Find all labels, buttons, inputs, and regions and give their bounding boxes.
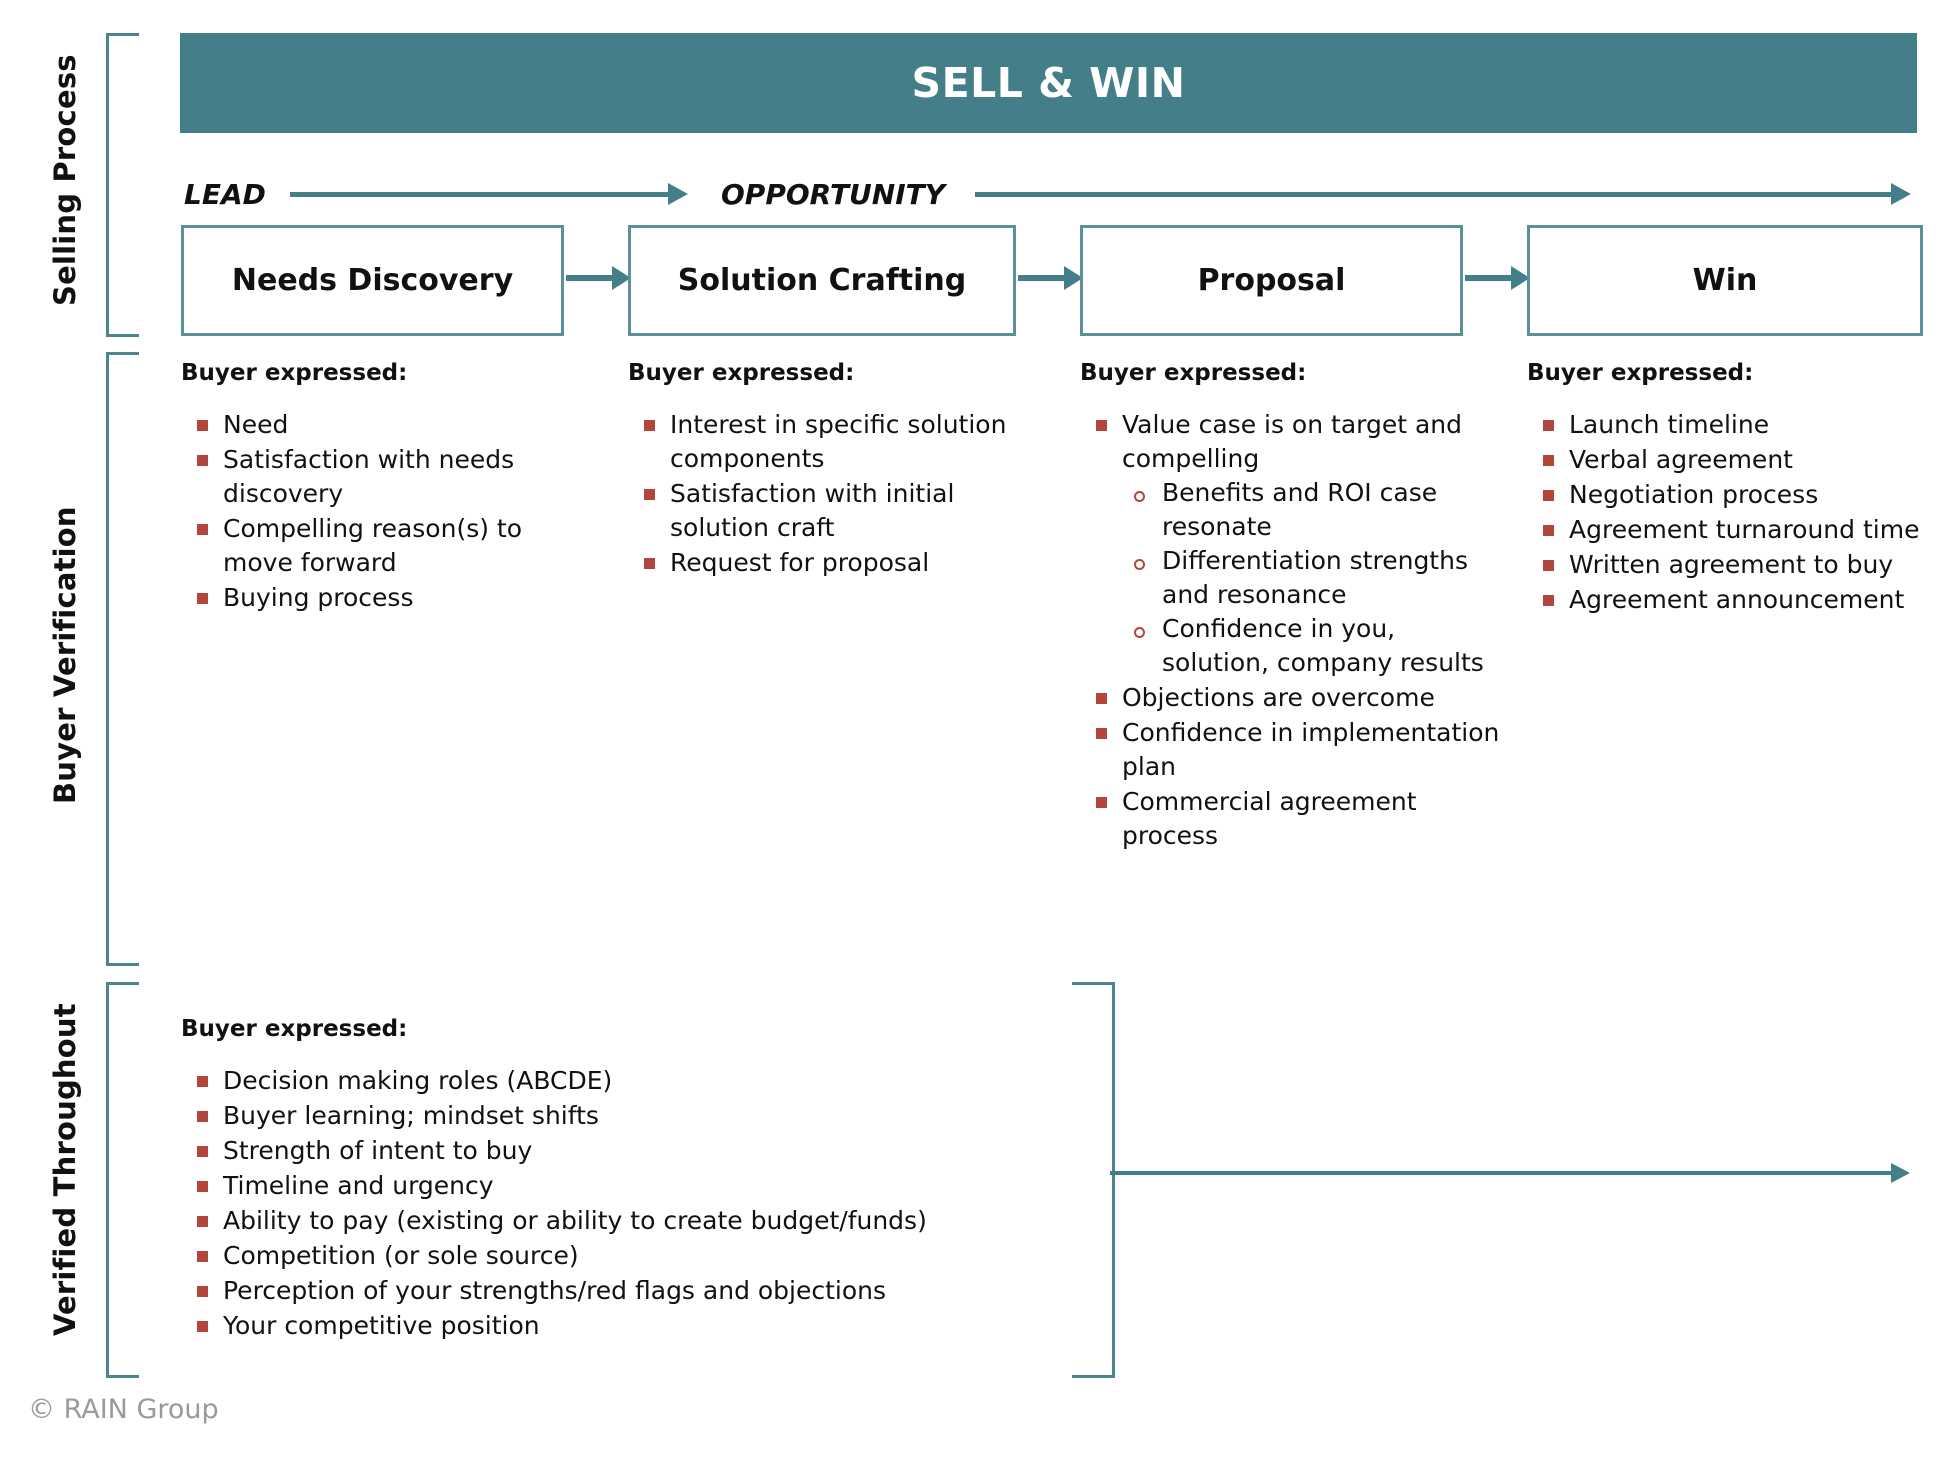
opportunity-arrow-line: [975, 192, 1895, 197]
column-heading: Buyer expressed:: [1527, 360, 1754, 386]
list-item: Launch timeline: [1527, 408, 1927, 442]
list-item: Negotiation process: [1527, 478, 1927, 512]
list-item: Satisfaction with initial solution craft: [628, 477, 1028, 545]
stage-box-solution-crafting[interactable]: Solution Crafting: [628, 225, 1016, 336]
opportunity-arrow-head: [1891, 183, 1911, 205]
list-item: Buying process: [181, 581, 581, 615]
list-item: Satisfaction with needs discovery: [181, 443, 581, 511]
stage-connector-2-head: [1064, 266, 1083, 290]
bullet-list: Interest in specific solution components…: [628, 408, 1028, 580]
list-item: Compelling reason(s) to move forward: [181, 512, 581, 580]
list-item: Interest in specific solution components: [628, 408, 1028, 476]
bullet-list: Value case is on target and compelling B…: [1080, 408, 1500, 853]
bracket-verified-throughout: [106, 982, 139, 1378]
bracket-throughout-right: [1072, 982, 1115, 1378]
sub-list-item: Benefits and ROI case resonate: [1122, 476, 1500, 544]
list-item: Strength of intent to buy: [181, 1134, 1051, 1168]
column-heading: Buyer expressed:: [181, 1016, 408, 1042]
column-verified-throughout: Buyer expressed: Decision making roles (…: [181, 1016, 1051, 1344]
list-item: Confidence in implementation plan: [1080, 716, 1500, 784]
list-item: Buyer learning; mindset shifts: [181, 1099, 1051, 1133]
side-label-verified-throughout: Verified Throughout: [48, 1003, 82, 1337]
sub-bullet-list: Benefits and ROI case resonate Different…: [1122, 476, 1500, 680]
lead-arrow-head: [668, 183, 688, 205]
sub-list-item: Differentiation strengths and resonance: [1122, 544, 1500, 612]
list-item: Request for proposal: [628, 546, 1028, 580]
title-band: SELL & WIN: [180, 33, 1917, 133]
stage-box-label: Win: [1692, 263, 1758, 298]
list-item: Ability to pay (existing or ability to c…: [181, 1204, 1051, 1238]
stage-box-label: Proposal: [1197, 263, 1346, 298]
bullet-list: Need Satisfaction with needs discovery C…: [181, 408, 581, 615]
stage-connector-3-head: [1511, 266, 1530, 290]
side-label-selling-process: Selling Process: [48, 54, 82, 306]
sub-list-item: Confidence in you, solution, company res…: [1122, 612, 1500, 680]
stage-connector-3: [1465, 275, 1515, 281]
stage-connector-1: [566, 275, 616, 281]
list-item: Perception of your strengths/red flags a…: [181, 1274, 1051, 1308]
list-item: Need: [181, 408, 581, 442]
list-item: Competition (or sole source): [181, 1239, 1051, 1273]
list-item: Agreement announcement: [1527, 583, 1927, 617]
bullet-list: Launch timeline Verbal agreement Negotia…: [1527, 408, 1927, 617]
list-item: Your competitive position: [181, 1309, 1051, 1343]
lead-label: LEAD: [184, 178, 266, 211]
copyright-footer: © RAIN Group: [28, 1394, 219, 1425]
title-band-text: SELL & WIN: [911, 59, 1186, 107]
column-solution-crafting: Buyer expressed: Interest in specific so…: [628, 360, 1028, 581]
list-item: Timeline and urgency: [181, 1169, 1051, 1203]
column-heading: Buyer expressed:: [181, 360, 408, 386]
list-item: Value case is on target and compelling B…: [1080, 408, 1500, 680]
column-heading: Buyer expressed:: [628, 360, 855, 386]
stage-box-label: Needs Discovery: [231, 263, 514, 298]
stage-box-needs-discovery[interactable]: Needs Discovery: [181, 225, 564, 336]
stage-box-proposal[interactable]: Proposal: [1080, 225, 1463, 336]
stage-connector-1-head: [612, 266, 631, 290]
lead-arrow-line: [290, 192, 672, 197]
throughout-arrow-line: [1110, 1171, 1895, 1175]
bracket-buyer-verification: [106, 352, 139, 966]
column-needs-discovery: Buyer expressed: Need Satisfaction with …: [181, 360, 581, 616]
throughout-arrow-head: [1891, 1163, 1910, 1183]
list-item: Commercial agreement process: [1080, 785, 1500, 853]
list-item: Agreement turnaround time: [1527, 513, 1927, 547]
list-item: Verbal agreement: [1527, 443, 1927, 477]
list-item: Written agreement to buy: [1527, 548, 1927, 582]
stage-box-label: Solution Crafting: [677, 263, 967, 298]
bracket-selling-process: [106, 33, 139, 337]
bullet-list: Decision making roles (ABCDE) Buyer lear…: [181, 1064, 1051, 1343]
stage-connector-2: [1018, 275, 1068, 281]
stage-box-win[interactable]: Win: [1527, 225, 1923, 336]
column-win: Buyer expressed: Launch timeline Verbal …: [1527, 360, 1927, 618]
opportunity-label: OPPORTUNITY: [721, 178, 946, 211]
column-heading: Buyer expressed:: [1080, 360, 1307, 386]
list-item: Objections are overcome: [1080, 681, 1500, 715]
side-label-buyer-verification: Buyer Verification: [48, 506, 82, 804]
list-item: Decision making roles (ABCDE): [181, 1064, 1051, 1098]
column-proposal: Buyer expressed: Value case is on target…: [1080, 360, 1500, 854]
